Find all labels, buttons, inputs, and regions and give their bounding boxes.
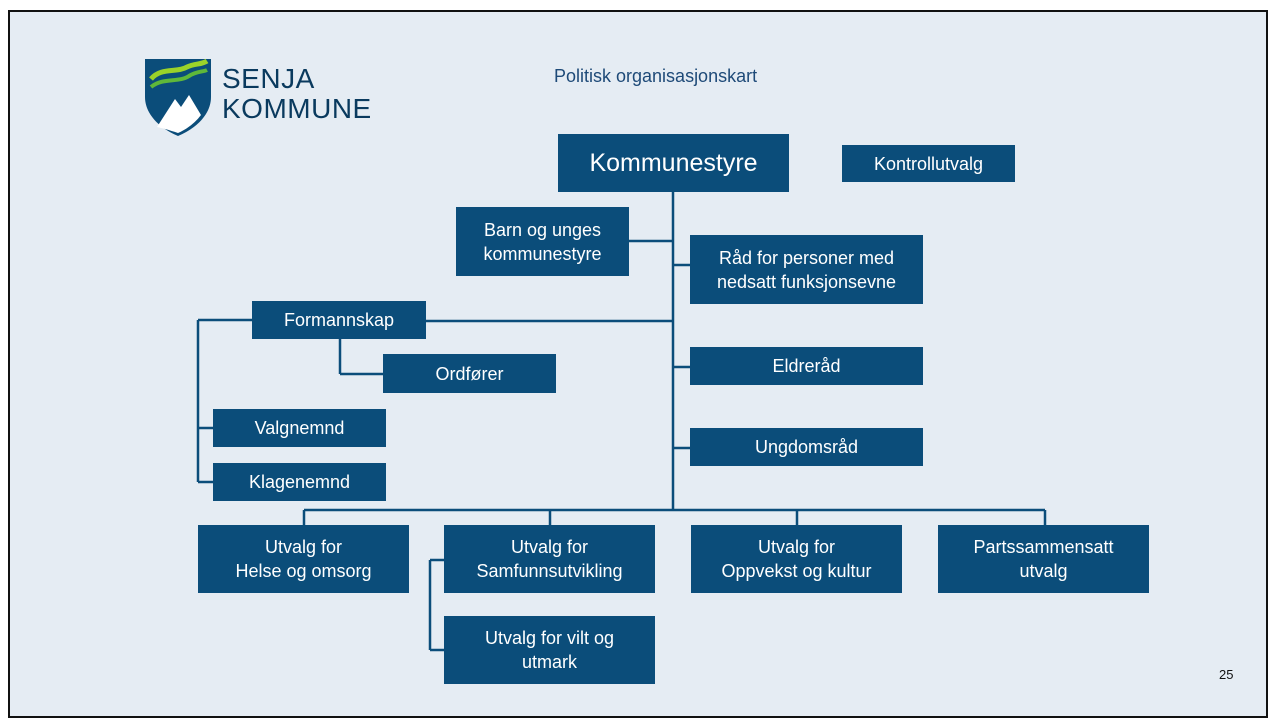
slide-background	[10, 12, 1266, 716]
node-ungdomsrad: Ungdomsråd	[690, 428, 923, 466]
senja-coat-of-arms-icon	[145, 58, 211, 136]
node-utvalg-samfunnsutvikling: Utvalg for Samfunnsutvikling	[444, 525, 655, 593]
node-partssammensatt-utvalg: Partssammensatt utvalg	[938, 525, 1149, 593]
page-title: Politisk organisasjonskart	[554, 66, 758, 86]
node-valgnemnd: Valgnemnd	[213, 409, 386, 447]
node-ordforer: Ordfører	[383, 354, 556, 393]
logo-line-1: SENJA	[222, 63, 315, 94]
node-utvalg-oppvekst-kultur: Utvalg for Oppvekst og kultur	[691, 525, 902, 593]
node-kommunestyre: Kommunestyre	[558, 134, 789, 192]
node-klagenemnd: Klagenemnd	[213, 463, 386, 501]
node-kontrollutvalg: Kontrollutvalg	[842, 145, 1015, 182]
slide-frame	[8, 10, 1268, 718]
node-utvalg-vilt-utmark: Utvalg for vilt og utmark	[444, 616, 655, 684]
page-number: 25	[1219, 667, 1234, 682]
node-utvalg-helse-omsorg: Utvalg for Helse og omsorg	[198, 525, 409, 593]
node-formannskap: Formannskap	[252, 301, 426, 339]
node-rad-funksjonsevne: Råd for personer med nedsatt funksjonsev…	[690, 235, 923, 304]
logo-text: SENJA KOMMUNE	[222, 64, 372, 124]
logo-line-2: KOMMUNE	[222, 93, 372, 124]
node-eldrerad: Eldreråd	[690, 347, 923, 385]
node-barn-og-unges-kommunestyre: Barn og unges kommunestyre	[456, 207, 629, 276]
